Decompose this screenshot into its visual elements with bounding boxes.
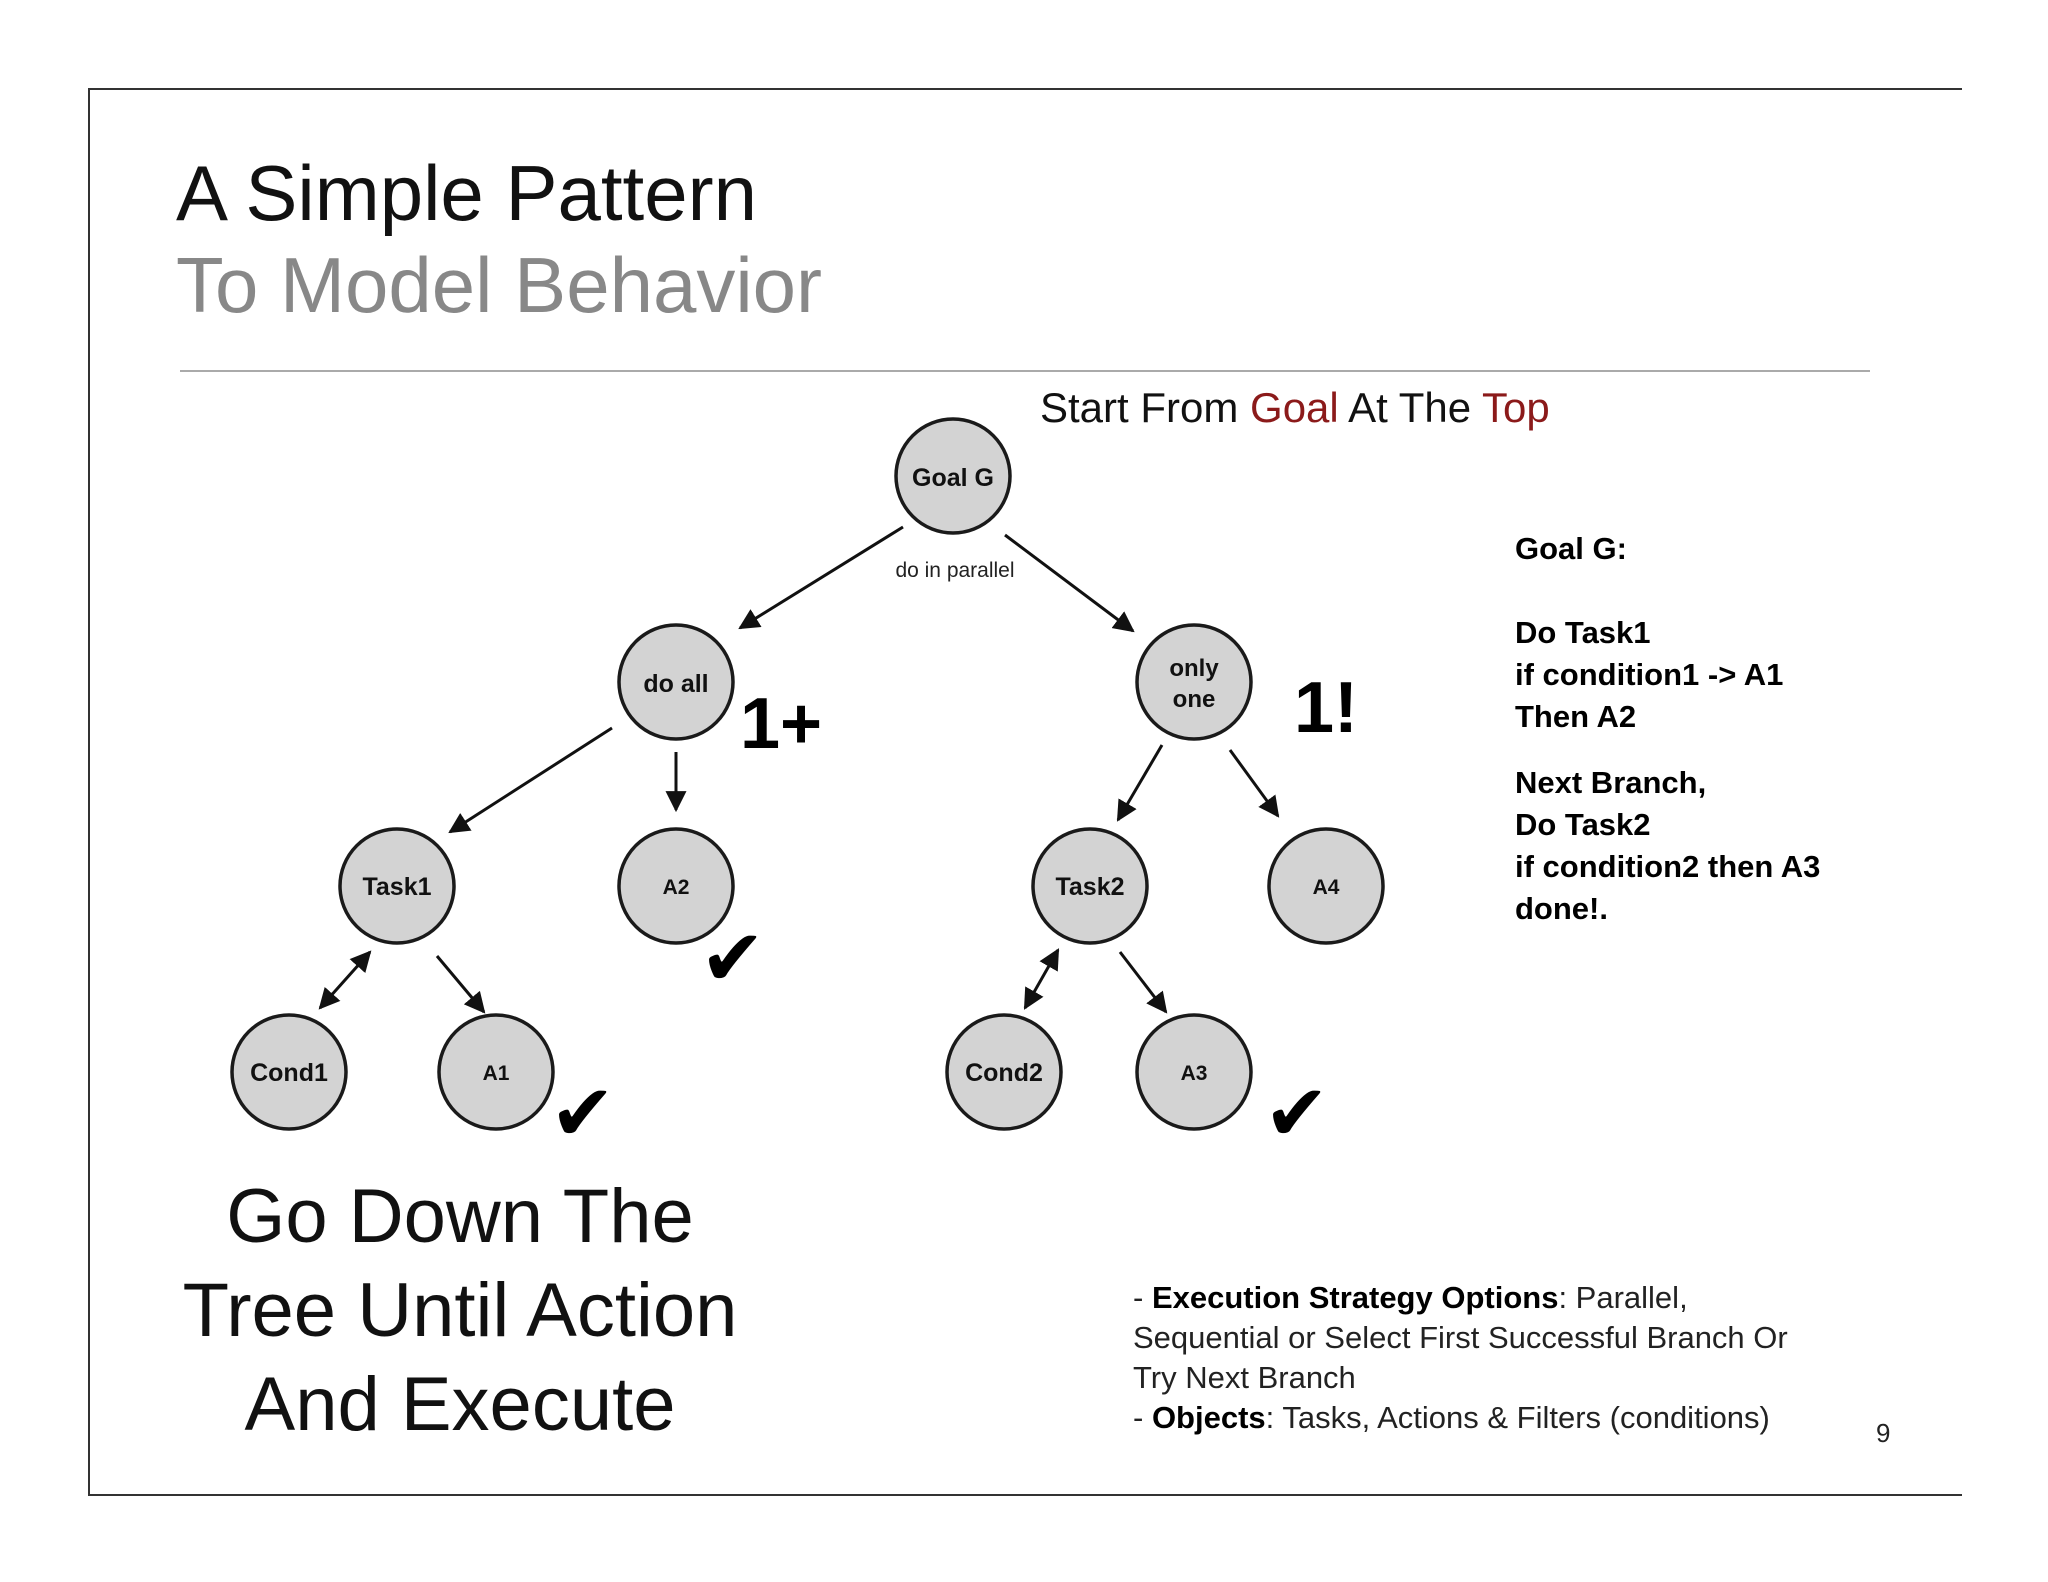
parallel-label: do in parallel [895,559,1014,582]
edge-goal-doall [738,525,904,630]
node-a1 [437,1013,555,1131]
notes-text: : Tasks, Actions & Filters (conditions) [1265,1400,1770,1435]
slide-title: A Simple Pattern [176,149,757,237]
slide-subtitle: To Model Behavior [176,241,823,329]
edge-goal-onlyone [1004,533,1135,633]
node-a4 [1267,827,1385,945]
one-or-more-label: 1+ [740,684,822,764]
exactly-one-label: 1! [1294,668,1358,748]
node-a4-label: A4 [1313,876,1340,899]
node-task2-label: Task2 [1055,873,1124,901]
node-only-one [1135,623,1253,741]
node-goal-g [894,417,1012,535]
edge-task2-a3 [1118,951,1168,1014]
edge-task1-a1 [435,955,486,1014]
node-a2 [617,827,735,945]
notes-text: : Parallel, [1558,1280,1688,1315]
node-task1 [338,827,456,945]
desc-line: done!. [1515,891,1608,926]
node-a2-label: A2 [663,876,690,899]
desc-line: Then A2 [1515,699,1637,734]
diagram-heading: Start From Goal At The Top [1040,382,1550,434]
desc-title: Goal G: [1515,531,1627,566]
notes-line-3: Try Next Branch [1133,1360,1356,1395]
notes-line-2: Sequential or Select First Successful Br… [1133,1320,1788,1355]
strategy-notes: - Execution Strategy Options: Parallel, … [1133,1278,1788,1438]
notes-bold-term: Execution Strategy Options [1151,1280,1559,1315]
check-a2-icon: ✔ [700,914,765,1004]
node-task1-label: Task1 [362,873,431,901]
slide-frame [88,88,1962,1496]
notes-line-1: - Execution Strategy Options: Parallel, [1133,1278,1788,1318]
takeaway-line: And Execute [244,1362,676,1447]
notes-prefix: - [1133,1400,1152,1435]
notes-bold-term: Objects [1151,1400,1266,1435]
node-only-one-label-2: one [1173,686,1216,713]
desc-line: Next Branch, [1515,765,1707,800]
node-do-all-label: do all [643,670,708,698]
node-cond1 [230,1013,348,1131]
desc-line: if condition1 -> A1 [1515,657,1784,692]
desc-line: if condition2 then A3 [1515,849,1821,884]
page-number: 9 [1876,1418,1891,1448]
check-a1-icon: ✔ [550,1069,615,1159]
edge-onlyone-task2 [1116,744,1164,822]
check-a3-icon: ✔ [1264,1069,1329,1159]
node-cond2 [945,1013,1063,1131]
node-do-all [617,623,735,741]
node-a3 [1135,1013,1253,1131]
heading-part1: Start From [1040,384,1251,431]
desc-line: Do Task2 [1515,807,1651,842]
node-goal-g-label: Goal G [912,464,994,492]
edge-task2-cond2 [1023,948,1060,1010]
notes-line-4: - Objects: Tasks, Actions & Filters (con… [1133,1398,1788,1438]
heading-goal: Goal [1250,384,1339,431]
edge-task1-cond1 [318,950,372,1010]
heading-top: Top [1481,384,1550,431]
notes-prefix: - [1133,1280,1152,1315]
title-divider [180,370,1870,372]
node-task2 [1031,827,1149,945]
edge-onlyone-a4 [1228,749,1280,818]
heading-part2: At The [1338,384,1482,431]
node-a1-label: A1 [483,1062,510,1085]
desc-line: Do Task1 [1515,615,1651,650]
node-a3-label: A3 [1181,1062,1208,1085]
takeaway-line: Go Down The [226,1174,694,1259]
node-cond2-label: Cond2 [965,1059,1043,1087]
edge-doall-task1 [448,726,613,834]
node-only-one-label-1: only [1169,655,1219,682]
node-cond1-label: Cond1 [250,1059,328,1087]
takeaway-text: Go Down The Tree Until Action And Execut… [160,1170,760,1452]
takeaway-line: Tree Until Action [182,1268,738,1353]
goal-description: Goal G: Do Task1 if condition1 -> A1 The… [1515,528,1820,930]
